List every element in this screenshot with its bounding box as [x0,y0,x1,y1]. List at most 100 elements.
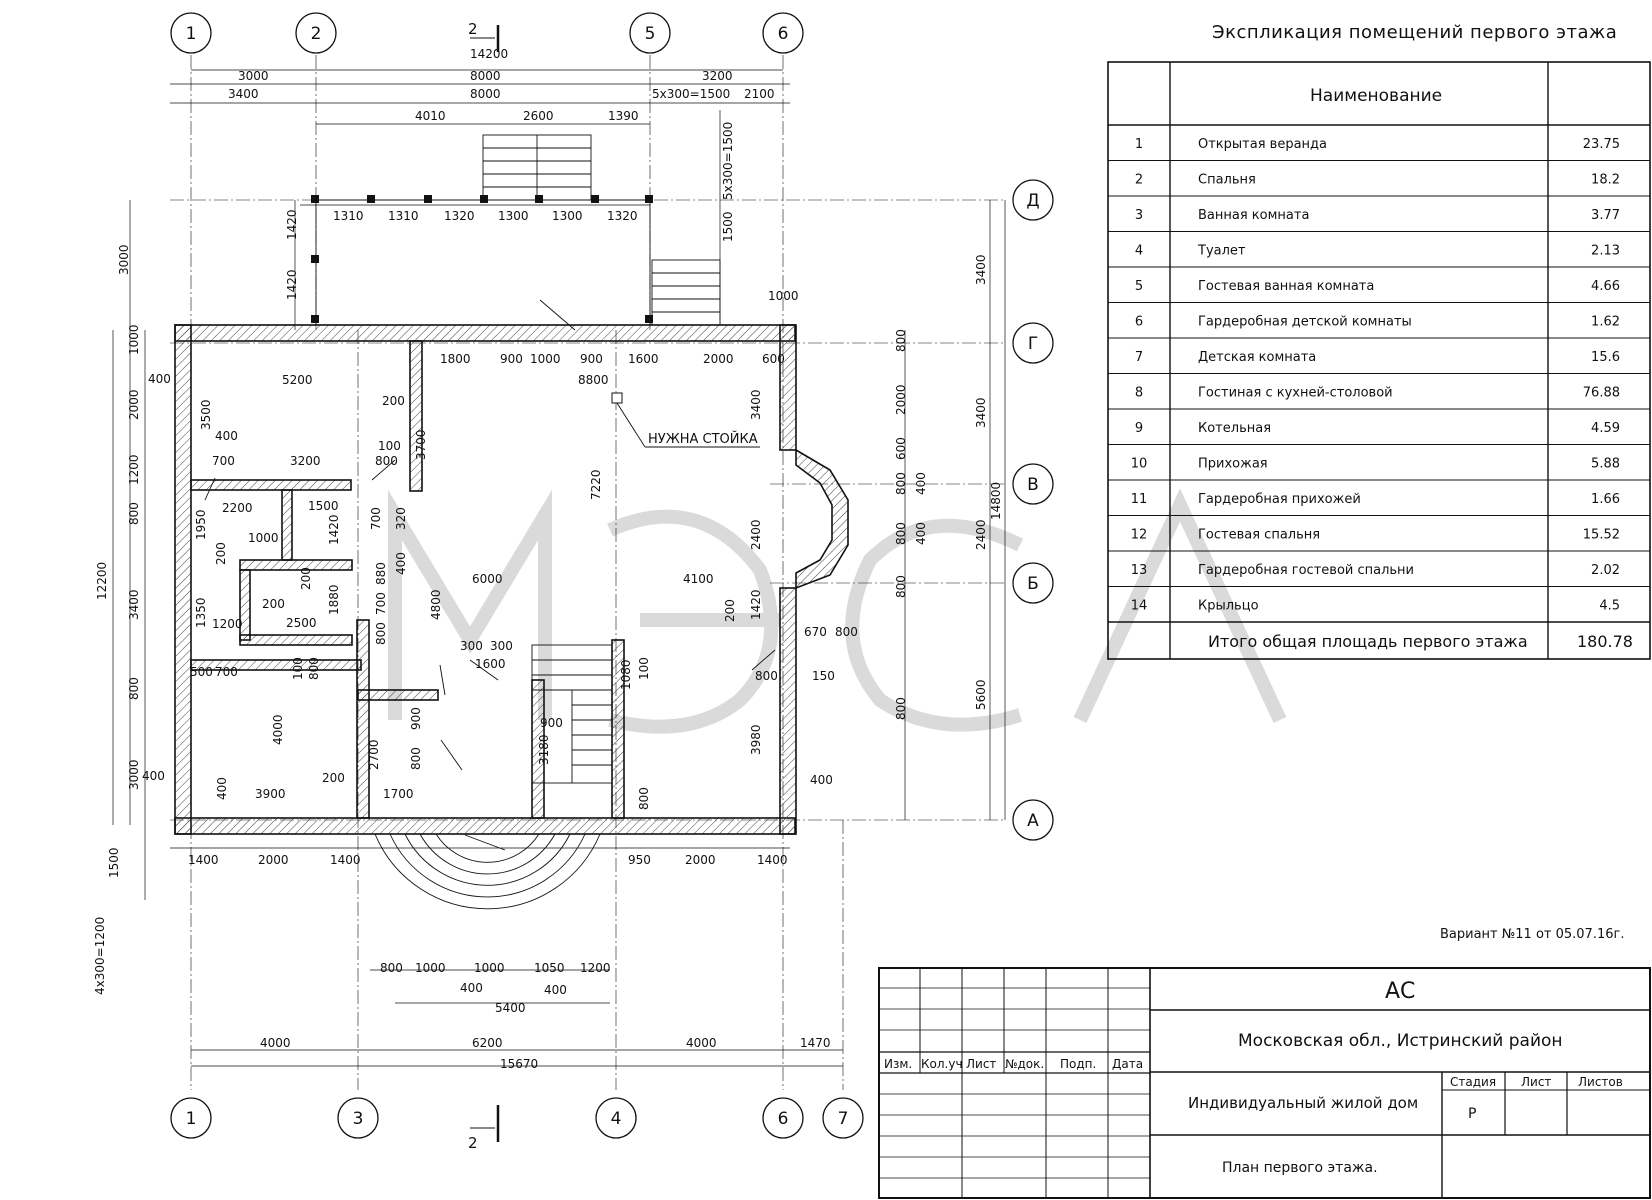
dim-label: 8800 [578,373,609,387]
dim-label: 800 [755,669,778,683]
axis-bubble-right: Г [1012,322,1054,364]
dim-label: 800 [894,575,908,598]
dim-label: 800 [307,657,321,680]
dim-label: 3400 [127,589,141,620]
dim-label: 6000 [472,572,503,586]
dim-label: 1000 [474,961,505,975]
axis-bubble-top: 5 [629,12,671,54]
axis-bubble-right: А [1012,799,1054,841]
dim-label: 400 [148,372,171,386]
dim-label: 320 [394,507,408,530]
dimension-lines [112,69,1006,1067]
dim-label: 1470 [800,1036,831,1050]
dim-label: 800 [374,622,388,645]
dim-label: 3000 [127,759,141,790]
axis-bubble-label: 1 [186,1109,197,1129]
dim-label: 880 [374,562,388,585]
dim-label: 1420 [749,589,763,620]
axis-bubble-label: А [1027,811,1039,831]
axis-bubble-label: 5 [645,24,656,44]
dim-label: 3200 [290,454,321,468]
dim-label: 800 [127,502,141,525]
dim-label: 1600 [475,657,506,671]
dim-label: 1400 [188,853,219,867]
dim-label: 1320 [444,209,475,223]
dim-label: 600 [762,352,785,366]
dim-label: 3400 [228,87,259,101]
dim-label: 2000 [894,384,908,415]
dim-label: 1310 [333,209,364,223]
dim-label: 200 [262,597,285,611]
axis-bubble-bottom: 7 [822,1097,864,1139]
dim-label: 400 [914,472,928,495]
axis-bubble-label: Г [1028,334,1038,354]
dim-label: 1400 [330,853,361,867]
dim-label: 4000 [686,1036,717,1050]
annotation: НУЖНА СТОЙКА [611,392,760,448]
dim-label: 1050 [534,961,565,975]
axis-bubble-bottom: 6 [762,1097,804,1139]
dim-label: 5400 [495,1001,526,1015]
dim-label: 400 [142,769,165,783]
dim-label: 200 [299,567,313,590]
dim-label: 3700 [414,429,428,460]
section-marks: 2 2 [468,20,500,1152]
dim-label: 1880 [327,584,341,615]
dim-label: 400 [460,981,483,995]
dim-label: 900 [580,352,603,366]
dim-label: 5х300=1500 [652,87,730,101]
dim-label: 4100 [683,572,714,586]
dim-label: 2500 [286,616,317,630]
dim-label: 400 [394,552,408,575]
axis-bubble-right: Д [1012,179,1054,221]
dim-label: 2200 [222,501,253,515]
dim-label: 2000 [258,853,289,867]
dim-label: 1000 [415,961,446,975]
axis-bubble-right: В [1012,463,1054,505]
dim-label: 2400 [974,519,988,550]
dimension-labels: 14200 3000 8000 3200 3400 8000 5х300=150… [93,47,1003,1071]
dim-label: 200 [322,771,345,785]
dim-label: 1300 [552,209,583,223]
veranda [311,134,721,326]
dim-label: 2700 [367,739,381,770]
dim-label: 6200 [472,1036,503,1050]
axis-bubble-label: 7 [838,1109,849,1129]
dim-label: 3900 [255,787,286,801]
dim-label: 100 [291,657,305,680]
dim-label: 1310 [388,209,419,223]
annotation-text: НУЖНА СТОЙКА [648,431,758,447]
walls [174,324,849,835]
dim-label: 4000 [271,714,285,745]
dim-label: 1700 [383,787,414,801]
dim-label: 200 [214,542,228,565]
dim-label: 800 [894,472,908,495]
dim-label: 1800 [440,352,471,366]
dim-label: 2400 [749,519,763,550]
doors [204,299,776,851]
dim-label: 200 [723,599,737,622]
axis-bubble-top: 2 [295,12,337,54]
axis-bubble-label: 2 [311,24,322,44]
section-mark-top: 2 [468,20,478,38]
dim-label: 100 [637,657,651,680]
dim-label: 14800 [989,482,1003,520]
dim-label: 400 [215,777,229,800]
dim-label: 1000 [127,324,141,355]
dim-label: 2600 [523,109,554,123]
dim-top-total: 14200 [470,47,508,61]
dim-label: 200 [382,394,405,408]
dim-label: 400 [914,522,928,545]
dim-label: 800 [835,625,858,639]
dim-label: 1300 [498,209,529,223]
dim-label: 1080 [619,659,633,690]
dim-label: 1200 [127,454,141,485]
axis-bubble-label: 6 [778,1109,789,1129]
dim-label: 400 [810,773,833,787]
dim-label: 1390 [608,109,639,123]
dim-label: 500 [190,665,213,679]
dim-label: 1600 [628,352,659,366]
dim-label: 1500 [107,847,121,878]
